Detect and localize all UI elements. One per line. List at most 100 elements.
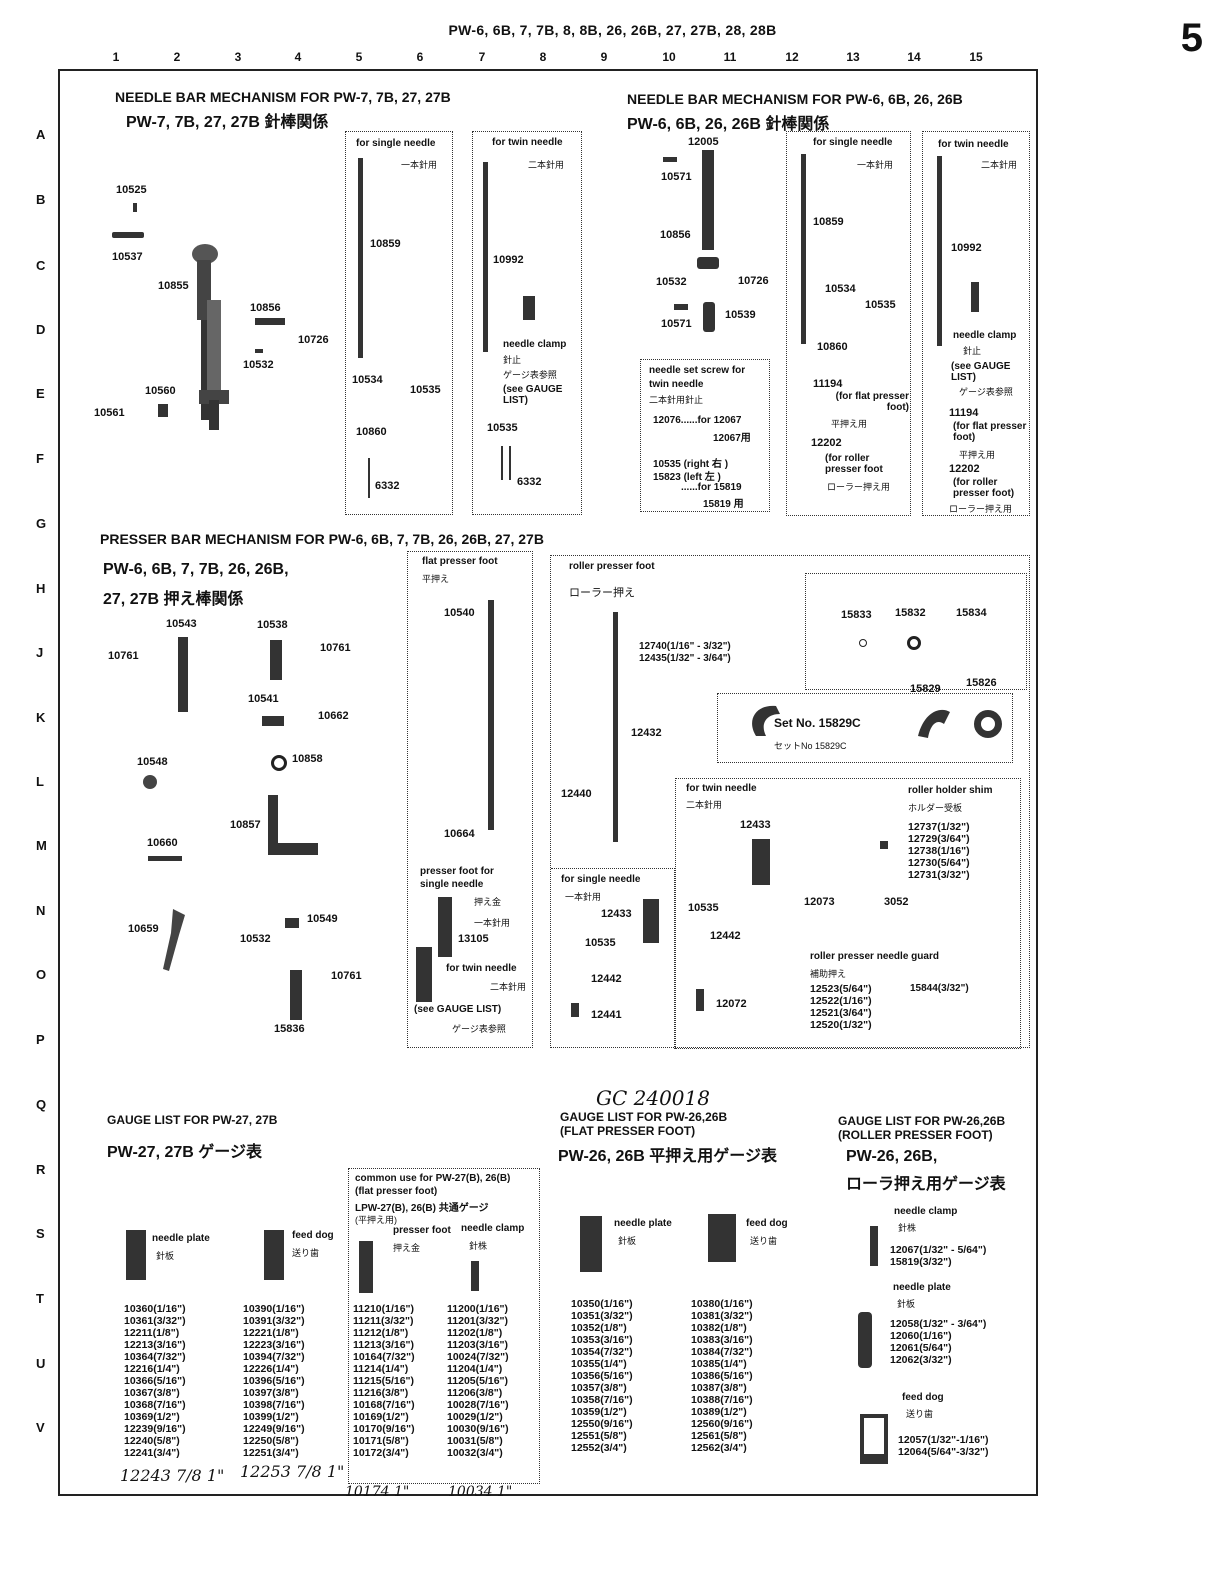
roller-single-subbox: for single needle 一本針用 12433 10535 12442… <box>551 868 675 1049</box>
part-number: 10539 <box>725 309 756 321</box>
row-label: V <box>36 1420 45 1435</box>
shim-list: 12737(1/32") 12729(3/64") 12738(1/16") 1… <box>908 821 970 881</box>
twin-needle-box-right: for twin needle 二本針用 10992 needle clamp … <box>922 131 1030 516</box>
needle-icon <box>501 446 503 480</box>
part-number: 10571 <box>661 318 692 330</box>
needle-bar-part <box>801 154 806 344</box>
part-number: 10540 <box>444 607 475 619</box>
single-label-jp: 一本針用 <box>474 918 511 928</box>
presser-bar-part <box>613 612 618 842</box>
part-number: 10662 <box>318 710 349 722</box>
ring-part <box>271 755 287 771</box>
needle-clamp-icon <box>870 1226 878 1266</box>
screw-line-jp: 二本針用針止 <box>649 395 704 405</box>
presser-foot-list: 11210(1/16") 11211(3/32") 11212(1/8") 11… <box>353 1303 415 1459</box>
part-number: 10525 <box>116 184 147 196</box>
box-title: for twin needle <box>686 783 757 794</box>
part-number: 10858 <box>292 753 323 765</box>
part-number: 10560 <box>145 385 176 397</box>
box-title-jp: 一本針用 <box>401 160 438 170</box>
row-label: Q <box>36 1097 47 1112</box>
part-pin-icon <box>112 232 144 238</box>
gauge-col-label: needle plate <box>893 1282 951 1293</box>
needle-plate-icon <box>126 1230 146 1280</box>
presser-subtitle-1: PW-6, 6B, 7, 7B, 26, 26B, <box>103 561 289 578</box>
needle-icon <box>509 446 511 480</box>
part-number: 10535 <box>688 902 719 914</box>
twin-needle-box-left: for twin needle 二本針用 10992 needle clamp … <box>472 131 582 515</box>
handwritten-note: 12253 7/8 1" <box>240 1462 345 1481</box>
part-number: 10532 <box>240 933 271 945</box>
box-title: flat presser foot <box>422 556 498 567</box>
part-number: 10860 <box>356 426 387 438</box>
part-number: 10726 <box>298 334 329 346</box>
col-label: 2 <box>173 50 181 64</box>
box-title: for single needle <box>356 138 436 149</box>
gauge-col-label-jp: 針板 <box>618 1236 637 1246</box>
gauge26roller-title: GAUGE LIST FOR PW-26,26B <box>838 1114 1006 1128</box>
single-label: presser foot for <box>420 866 494 877</box>
row-label: O <box>36 967 47 982</box>
needle-plate-list: 10350(1/16") 10351(3/32") 10352(1/8") 10… <box>571 1298 633 1454</box>
screw-line: 15823 (left 左 ) <box>653 472 721 483</box>
screw-line: needle set screw for <box>649 365 746 376</box>
guard-list: 12523(5/64") 12522(1/16") 12521(3/64") 1… <box>810 983 872 1031</box>
roller-presser-box: roller presser foot ローラー押え 12740(1/16" -… <box>550 555 1030 1049</box>
guard-label: roller presser needle guard <box>810 951 939 962</box>
presser-bar-part <box>488 600 494 830</box>
presser-title: PRESSER BAR MECHANISM FOR PW-6, 6B, 7, 7… <box>100 531 544 547</box>
part-stud-icon <box>697 257 719 269</box>
part-screw-icon <box>674 304 688 310</box>
row-label: S <box>36 1226 45 1241</box>
bar-part <box>290 970 302 1020</box>
screw-icon <box>696 989 704 1011</box>
gauge-col-label-jp: 送り歯 <box>906 1409 934 1419</box>
col-label: 3 <box>234 50 242 64</box>
box-title: for single needle <box>561 874 641 885</box>
gauge-ref: (see GAUGE LIST) <box>951 361 1011 383</box>
box-title-jp: 二本針用 <box>528 160 565 170</box>
col-label: 4 <box>294 50 302 64</box>
row-label: B <box>36 192 46 207</box>
part-number: 10561 <box>94 407 125 419</box>
presser-foot-icon <box>416 947 432 1002</box>
part-number: 10859 <box>370 238 401 250</box>
box-title: for twin needle <box>938 139 1009 150</box>
screw-line: 15819 用 <box>703 499 744 510</box>
part-bush-icon <box>703 302 715 332</box>
gauge26roller-subtitle-2: ローラ押え用ゲージ表 <box>846 1176 1006 1193</box>
handwritten-note: 12243 7/8 1" <box>120 1466 225 1485</box>
page-frame <box>58 69 1038 1496</box>
col-label: 11 <box>723 50 737 64</box>
gauge-col-label: feed dog <box>292 1230 334 1241</box>
needle-bar-part <box>937 156 942 346</box>
part-number: 10992 <box>493 254 524 266</box>
clamp-label-jp: 針止 <box>503 355 522 365</box>
gauge-col-label-jp: 針株 <box>469 1241 488 1251</box>
part-number: 15826 <box>966 677 997 689</box>
page-number: 5 <box>1180 16 1203 60</box>
pin-part <box>148 856 182 861</box>
part-number: 12432 <box>631 727 662 739</box>
presser-bar-part <box>178 637 188 712</box>
gauge26flat-subtitle: PW-26, 26B 平押え用ゲージ表 <box>558 1148 777 1165</box>
needle-plate-list: 10360(1/16") 10361(3/32") 12211(1/8") 12… <box>124 1303 186 1459</box>
roller-label: (for roller presser foot <box>825 453 883 475</box>
screw-line: 12076......for 12067 <box>653 415 742 426</box>
shim-label: roller holder shim <box>908 785 993 796</box>
screw-line: 12067用 <box>713 433 751 444</box>
box-title-jp: 平押え <box>422 574 450 584</box>
row-label: H <box>36 581 46 596</box>
feed-dog-icon <box>860 1414 888 1464</box>
part-number: 10548 <box>137 756 168 768</box>
presser-foot-icon <box>359 1241 373 1293</box>
needle-clamp-list: 12067(1/32" - 5/64") 15819(3/32") <box>890 1244 987 1268</box>
part-guide-icon <box>158 404 168 417</box>
gauge-ref-jp: ゲージ表参照 <box>959 387 1013 397</box>
part-range: 12435(1/32" - 3/64") <box>639 653 731 664</box>
single-needle-box-left: for single needle 一本針用 10859 10534 10535… <box>345 131 453 515</box>
part-number: 10535 <box>865 299 896 311</box>
gauge-col-label-jp: 針板 <box>156 1251 175 1261</box>
col-label: 8 <box>539 50 547 64</box>
feed-dog-list: 10380(1/16") 10381(3/32") 10382(1/8") 10… <box>691 1298 753 1454</box>
